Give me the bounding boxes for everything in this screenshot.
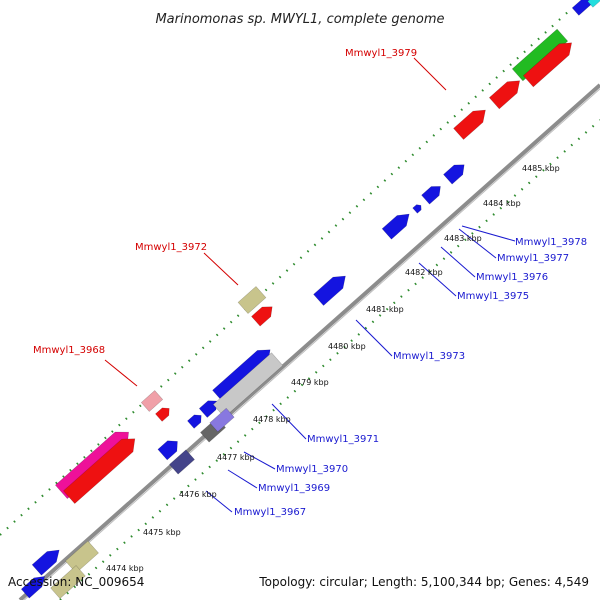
gene-arrow[interactable] [155,405,172,422]
gene-arrow[interactable] [157,436,182,461]
leader-line [104,359,138,387]
gene-arrow[interactable] [421,182,445,205]
map-title: Marinomonas sp. MWYL1, complete genome [155,12,444,27]
inner-tick-track [59,119,600,600]
gene-arrow[interactable] [587,0,600,8]
kbp-tick: 4484 kbp [483,199,521,208]
gene-label: Mmwyl1_3967 [234,507,306,518]
gene-arrow[interactable] [20,572,48,599]
gene-arrow[interactable] [187,412,204,429]
features [20,0,600,599]
gene-arrow[interactable] [237,286,267,314]
gene-label: Mmwyl1_3970 [276,464,348,475]
gene-label: Mmwyl1_3979 [345,48,417,59]
gene-arrow[interactable] [313,270,351,306]
leader-line [271,403,307,440]
gene-label: Mmwyl1_3977 [497,253,569,264]
gene-arrow[interactable] [381,209,414,240]
gene-label: Mmwyl1_3973 [393,351,465,362]
kbp-tick: 4485 kbp [522,164,560,173]
gene-label: Mmwyl1_3976 [476,272,548,283]
gene-label: Mmwyl1_3975 [457,291,529,302]
kbp-tick: 4481 kbp [366,305,404,314]
kbp-tick: 4474 kbp [106,564,144,573]
kbp-ticks: 4474 kbp 4475 kbp 4476 kbp 4477 kbp 4478… [106,164,560,573]
gene-arrow[interactable] [169,449,195,475]
gene-arrow[interactable] [412,203,424,214]
gene-label: Mmwyl1_3972 [135,242,207,253]
gene-label: Mmwyl1_3978 [515,237,587,248]
kbp-tick: 4478 kbp [253,415,291,424]
gene-arrow[interactable] [522,37,576,88]
leader-line [227,469,258,489]
kbp-tick: 4477 kbp [217,453,255,462]
leader-line [461,225,516,242]
gene-arrow[interactable] [511,28,569,82]
gene-label: Mmwyl1_3971 [307,434,379,445]
gene-label: Mmwyl1_3969 [258,483,330,494]
gene-arrow[interactable] [443,160,468,185]
gene-arrow[interactable] [31,545,64,576]
gene-arrow[interactable] [488,75,524,110]
leader-line [440,246,476,278]
kbp-tick: 4475 kbp [143,528,181,537]
leader-line [205,490,233,513]
backbone-line [18,83,600,600]
backbone [18,83,600,600]
kbp-tick: 4483 kbp [444,234,482,243]
leader-line [203,252,239,286]
gene-arrow[interactable] [50,565,86,599]
gene-arrow[interactable] [63,432,140,504]
backbone-line-shadow [23,88,600,600]
leader-line [355,319,393,357]
leader-line [413,57,447,91]
kbp-tick: 4476 kbp [179,490,217,499]
reverse-labels: Mmwyl1_3967 Mmwyl1_3969 Mmwyl1_3970 Mmwy… [234,237,587,518]
kbp-tick: 4479 kbp [291,378,329,387]
kbp-tick: 4480 kbp [328,342,366,351]
gene-arrow[interactable] [209,407,235,433]
forward-labels: Mmwyl1_3968 Mmwyl1_3972 Mmwyl1_3979 [33,48,417,356]
gene-arrow[interactable] [140,390,164,412]
accession-text: Accession: NC_009654 [8,575,144,589]
leader-line [418,262,457,297]
gene-arrow[interactable] [251,302,276,327]
leader-line [243,451,276,470]
tick-tracks [0,9,600,600]
gene-arrow[interactable] [453,104,491,140]
leader-lines [104,57,516,513]
gene-label: Mmwyl1_3968 [33,345,105,356]
gene-arrow[interactable] [212,352,284,418]
kbp-tick: 4482 kbp [405,268,443,277]
genome-summary-text: Topology: circular; Length: 5,100,344 bp… [258,575,589,589]
leader-line [458,228,497,259]
